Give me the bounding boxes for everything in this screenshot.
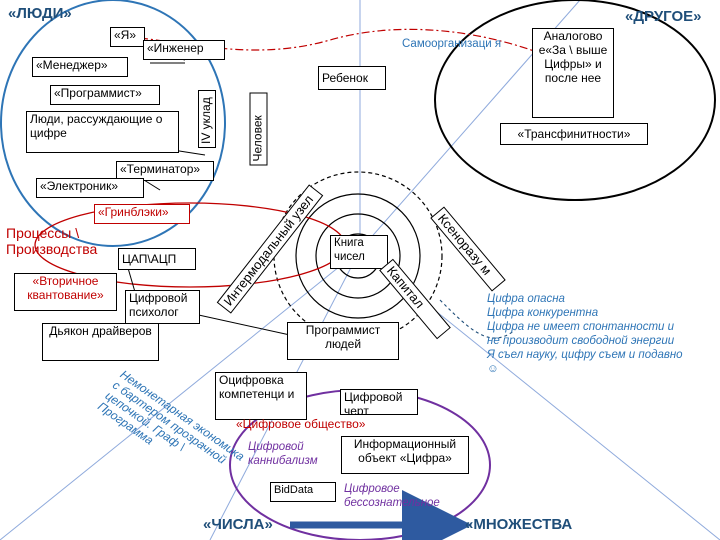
- node-digital-devil: Цифровой черт: [340, 389, 418, 415]
- node-driver-deacon: Дьякон драйверов: [42, 323, 159, 361]
- node-reasoning-people: Люди, рассуждающие о цифре: [26, 111, 179, 153]
- label-processes: Процессы \ Производства: [6, 225, 98, 257]
- label-digital-society: «Цифровое общество»: [236, 417, 366, 431]
- notes-right: Цифра опасна Цифра конкурентна Цифра не …: [487, 292, 687, 376]
- node-digital-psychologist: Цифровой психолог: [125, 290, 200, 324]
- node-fourth-order: IV уклад: [198, 90, 216, 148]
- label-unconscious: Цифровое бессознательное: [344, 483, 440, 509]
- node-child: Ребенок: [318, 66, 386, 90]
- node-info-object: Информационный объект «Цифра»: [341, 436, 469, 474]
- node-analog: Аналогово е«За \ выше Цифры» и после нее: [532, 28, 614, 118]
- label-cannibalism: Цифровой каннибализм: [248, 441, 318, 467]
- note-line: Цифра конкурентна: [487, 307, 599, 319]
- node-bigdata: BidData: [270, 482, 336, 502]
- heading-other: «ДРУГОЕ»: [625, 8, 702, 25]
- note-line: Цифра не имеет спонтанности и не произво…: [487, 321, 675, 347]
- label-self-organization: Самоорганизаци я: [402, 38, 502, 50]
- node-people-programmer: Программист людей: [287, 322, 399, 360]
- node-transfinite: «Трансфинитности»: [500, 123, 648, 145]
- node-secondary-quantization: «Вторичное квантование»: [14, 273, 117, 311]
- node-dac: ЦАП\АЦП: [118, 248, 196, 270]
- node-ya: «Я»: [110, 27, 145, 47]
- node-manager: «Менеджер»: [32, 57, 128, 77]
- node-programmer: «Программист»: [50, 85, 160, 105]
- node-human: Человек: [249, 92, 268, 166]
- heading-sets: «МНОЖЕСТВА: [465, 516, 573, 533]
- note-line: Цифра опасна: [487, 293, 565, 305]
- node-grinblaki: «Гринблэки»: [94, 204, 190, 224]
- heading-people: «ЛЮДИ»: [8, 5, 72, 22]
- node-engineer: «Инженер: [143, 40, 225, 60]
- node-terminator: «Терминатор»: [116, 161, 214, 181]
- heading-numbers: «ЧИСЛА»: [203, 516, 273, 533]
- note-line: Я съел науку, цифру съем и подавно ☺: [487, 349, 683, 375]
- node-electronic: «Электроник»: [36, 178, 144, 198]
- node-digitization: Оцифровка компетенци и: [215, 372, 307, 420]
- node-book-of-numbers: Книга чисел: [330, 235, 388, 269]
